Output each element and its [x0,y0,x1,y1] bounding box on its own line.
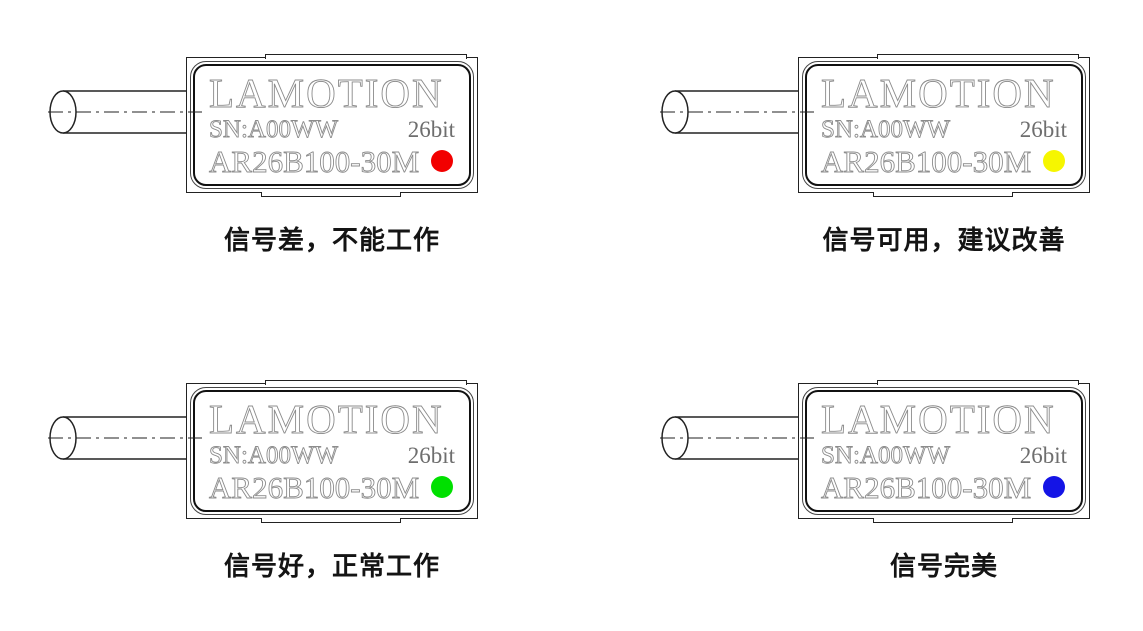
red-led-indicator [431,150,453,172]
status-caption: 信号差，不能工作 [223,225,440,255]
status-caption: 信号好，正常工作 [223,551,440,581]
model-row: AR26B100-30M [209,469,457,505]
encoder-body: LAMOTION SN:A00WW 26bit AR26B100-30M [798,53,1090,197]
housing-tab-top [265,379,467,385]
brand-label: LAMOTION [209,69,444,116]
housing-tab-bottom [261,517,401,523]
model-label: AR26B100-30M [209,143,420,179]
model-row: AR26B100-30M [821,469,1069,505]
blue-led-indicator [1043,476,1065,498]
serial-row: SN:A00WW 26bit [821,116,1069,143]
encoder-unit-yellow: LAMOTION SN:A00WW 26bit AR26B100-30M 信号可… [658,50,1118,265]
encoder-body: LAMOTION SN:A00WW 26bit AR26B100-30M [186,379,478,523]
status-caption: 信号完美 [889,551,998,581]
model-row: AR26B100-30M [209,143,457,179]
resolution-label: 26bit [407,443,455,468]
encoder-unit-red: LAMOTION SN:A00WW 26bit AR26B100-30M 信号差… [46,50,506,265]
resolution-label: 26bit [1019,443,1067,468]
housing-tab-top [877,53,1079,59]
encoder-body: LAMOTION SN:A00WW 26bit AR26B100-30M [798,379,1090,523]
encoder-unit-green: LAMOTION SN:A00WW 26bit AR26B100-30M 信号好… [46,376,506,591]
label-area: LAMOTION SN:A00WW 26bit AR26B100-30M [805,64,1083,186]
label-frame: LAMOTION SN:A00WW 26bit AR26B100-30M [190,61,474,189]
housing-tab-top [877,379,1079,385]
resolution-label: 26bit [1019,117,1067,142]
brand-label: LAMOTION [209,395,444,442]
cable-drawing [48,416,202,460]
serial-row: SN:A00WW 26bit [209,442,457,469]
label-frame: LAMOTION SN:A00WW 26bit AR26B100-30M [802,387,1086,515]
model-row: AR26B100-30M [821,143,1069,179]
label-area: LAMOTION SN:A00WW 26bit AR26B100-30M [805,390,1083,512]
cable-drawing [48,90,202,134]
label-frame: LAMOTION SN:A00WW 26bit AR26B100-30M [802,61,1086,189]
encoder-body: LAMOTION SN:A00WW 26bit AR26B100-30M [186,53,478,197]
brand-label: LAMOTION [821,69,1056,116]
serial-label: SN:A00WW [821,442,951,469]
resolution-label: 26bit [407,117,455,142]
label-area: LAMOTION SN:A00WW 26bit AR26B100-30M [193,64,471,186]
housing-tab-bottom [873,517,1013,523]
brand-label: LAMOTION [821,395,1056,442]
cable-drawing [660,90,814,134]
status-caption: 信号可用，建议改善 [822,225,1066,255]
model-label: AR26B100-30M [821,469,1032,505]
yellow-led-indicator [1043,150,1065,172]
serial-label: SN:A00WW [821,116,951,143]
housing-tab-bottom [261,191,401,197]
serial-label: SN:A00WW [209,442,339,469]
label-area: LAMOTION SN:A00WW 26bit AR26B100-30M [193,390,471,512]
serial-row: SN:A00WW 26bit [821,442,1069,469]
green-led-indicator [431,476,453,498]
housing-tab-bottom [873,191,1013,197]
model-label: AR26B100-30M [209,469,420,505]
housing-tab-top [265,53,467,59]
label-frame: LAMOTION SN:A00WW 26bit AR26B100-30M [190,387,474,515]
serial-label: SN:A00WW [209,116,339,143]
model-label: AR26B100-30M [821,143,1032,179]
encoder-unit-blue: LAMOTION SN:A00WW 26bit AR26B100-30M 信号完… [658,376,1118,591]
cable-drawing [660,416,814,460]
serial-row: SN:A00WW 26bit [209,116,457,143]
